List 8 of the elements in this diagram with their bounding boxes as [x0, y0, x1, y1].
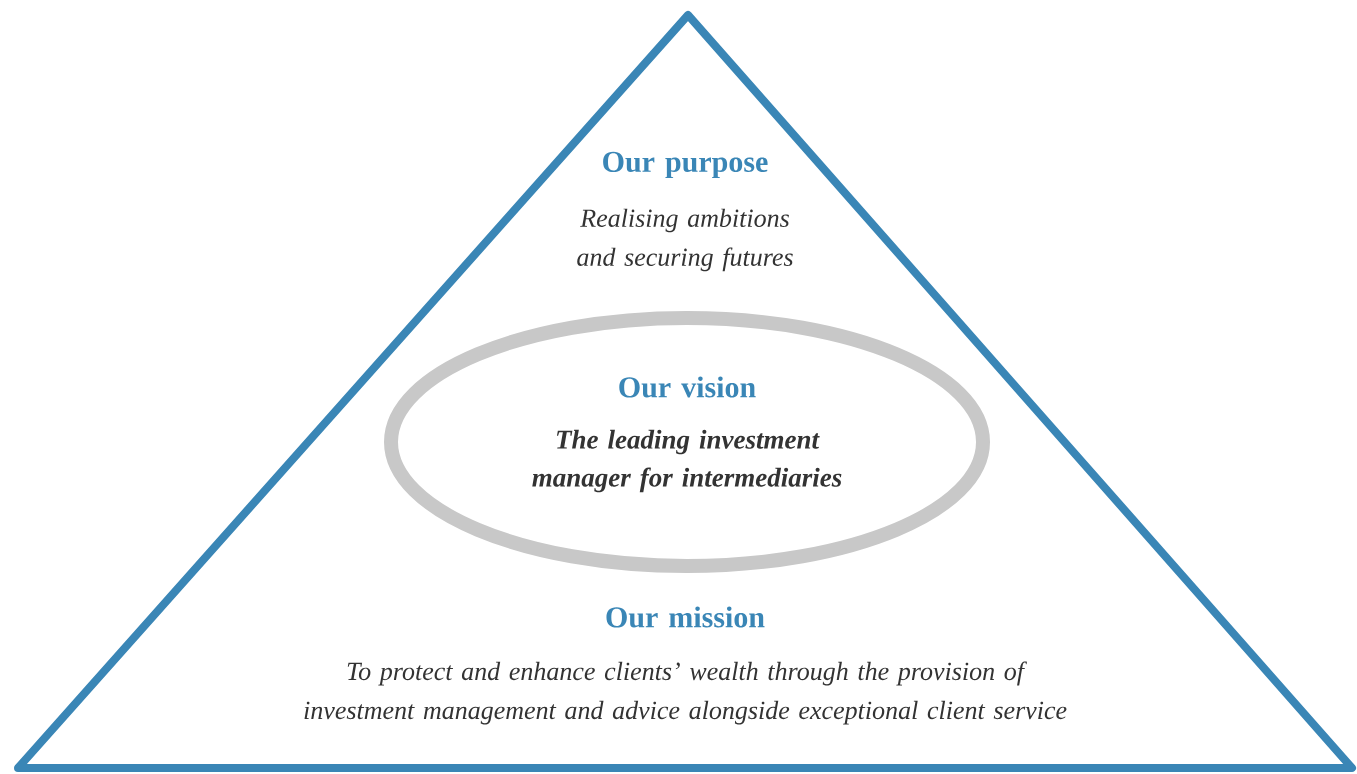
- triangle: [14, 11, 1356, 772]
- body-text: Realising ambitions and securing futures: [577, 208, 793, 272]
- body-text: To protect and enhance clients’ wealth through the provision of investment management and advice alongside exceptional client service: [304, 661, 1067, 725]
- body-text: The leading investment manager for intermediaries: [532, 429, 842, 493]
- heading: Our purpose: [603, 151, 768, 179]
- heading: Our vision: [619, 376, 756, 398]
- ellipse: [384, 311, 990, 573]
- heading: Our mission: [606, 606, 765, 628]
